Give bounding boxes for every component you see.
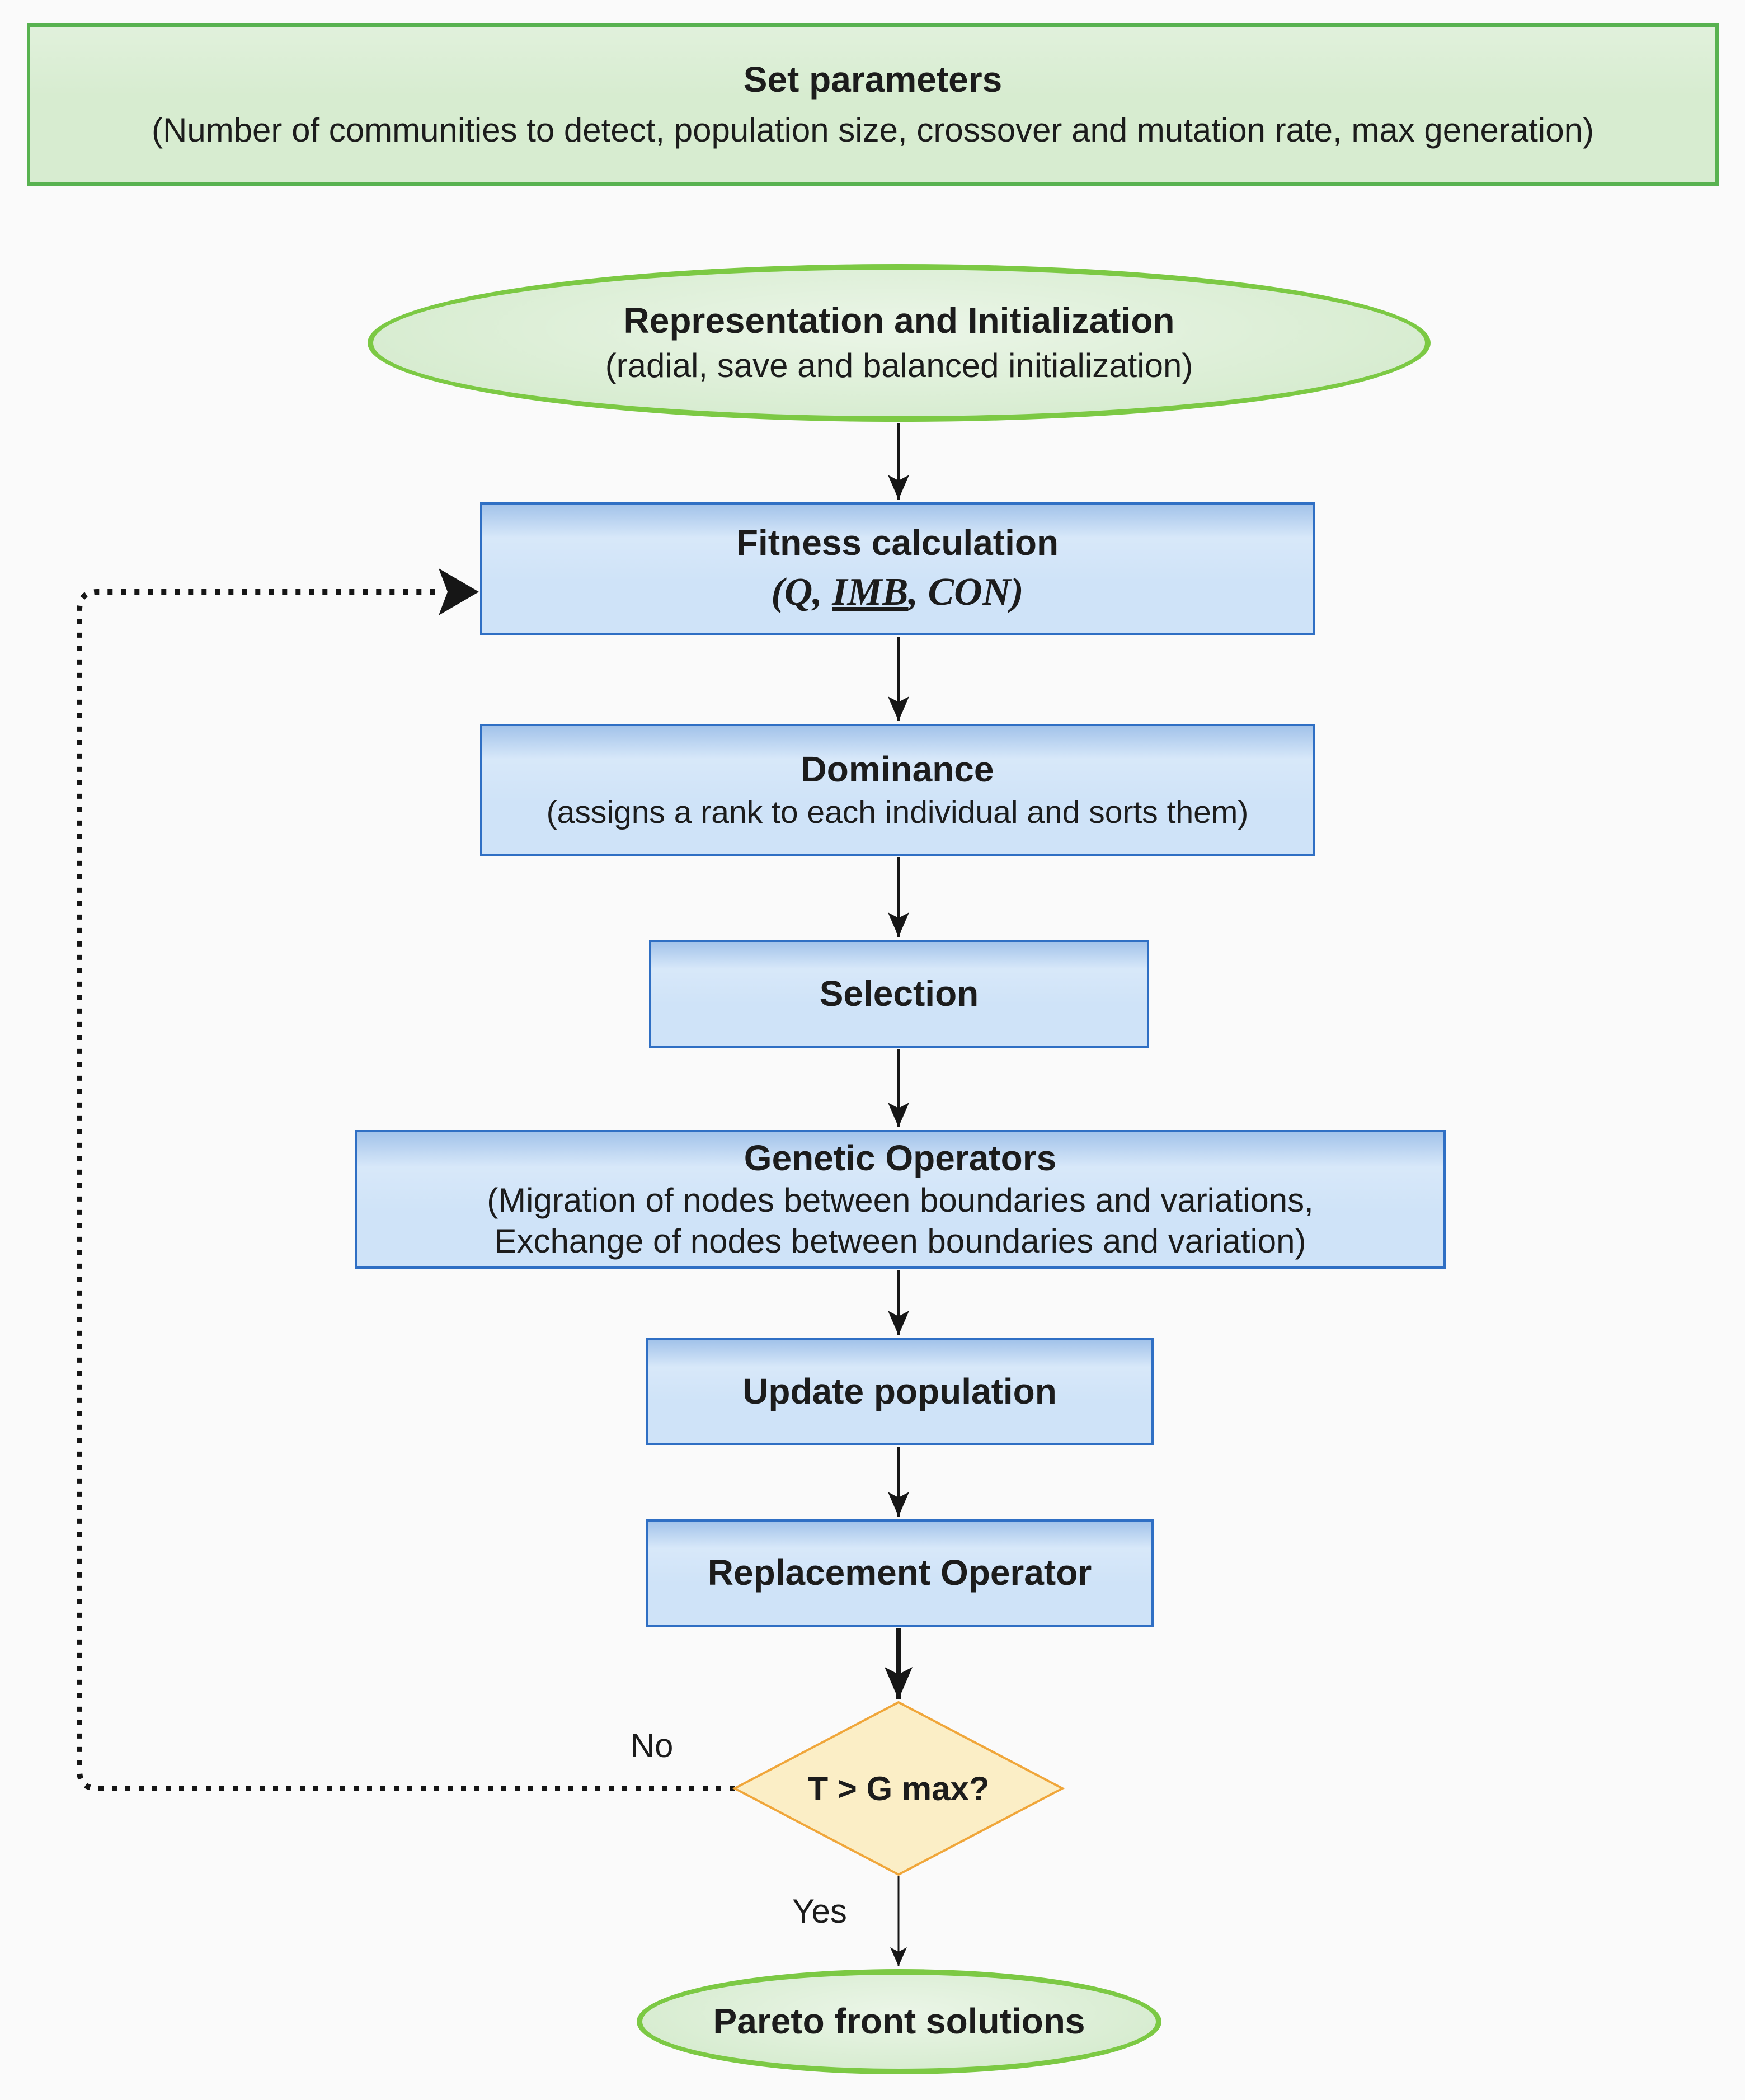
genetic-title: Genetic Operators: [744, 1138, 1057, 1179]
node-fitness-calculation: Fitness calculation (Q, IMB, CON): [480, 502, 1315, 635]
decision-question: T > G max?: [807, 1769, 990, 1807]
fitness-objectives-prefix: (Q,: [771, 571, 832, 614]
banner-title: Set parameters: [743, 59, 1003, 100]
node-genetic-operators: Genetic Operators (Migration of nodes be…: [355, 1130, 1446, 1269]
replacement-title: Replacement Operator: [707, 1552, 1092, 1593]
pareto-title: Pareto front solutions: [713, 2001, 1085, 2042]
init-title: Representation and Initialization: [623, 300, 1175, 341]
node-representation-initialization: Representation and Initialization (radia…: [368, 264, 1431, 422]
fitness-objectives-imb: IMB: [832, 571, 909, 614]
node-update-population: Update population: [646, 1338, 1154, 1445]
edge-label-no: No: [630, 1726, 674, 1764]
banner-subtitle: (Number of communities to detect, popula…: [152, 111, 1594, 149]
loopback-arrowhead: [439, 568, 479, 615]
fitness-objectives-suffix: , CON): [908, 571, 1024, 614]
edge-label-yes: Yes: [792, 1892, 847, 1930]
node-selection: Selection: [649, 940, 1149, 1048]
selection-title: Selection: [819, 973, 979, 1014]
decision-diamond: [732, 1701, 1065, 1876]
fitness-objectives: (Q, IMB, CON): [771, 569, 1023, 616]
fitness-title: Fitness calculation: [736, 522, 1059, 563]
set-parameters-banner: Set parameters (Number of communities to…: [27, 23, 1719, 186]
genetic-subtitle-line2: Exchange of nodes between boundaries and…: [494, 1222, 1306, 1260]
init-subtitle: (radial, save and balanced initializatio…: [605, 347, 1193, 385]
dominance-title: Dominance: [801, 748, 994, 789]
update-title: Update population: [742, 1371, 1057, 1412]
genetic-subtitle-line1: (Migration of nodes between boundaries a…: [487, 1181, 1314, 1219]
dominance-subtitle: (assigns a rank to each individual and s…: [546, 794, 1249, 831]
node-pareto-front-solutions: Pareto front solutions: [637, 1969, 1161, 2074]
node-replacement-operator: Replacement Operator: [646, 1519, 1154, 1627]
node-dominance: Dominance (assigns a rank to each indivi…: [480, 724, 1315, 856]
